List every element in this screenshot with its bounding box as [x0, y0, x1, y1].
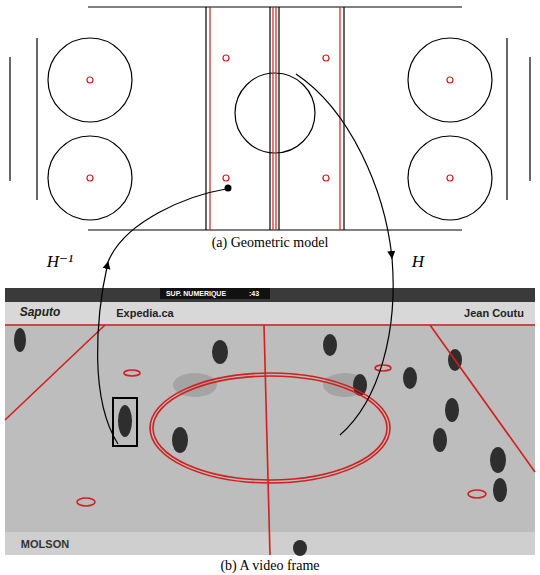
ad-text: Expedia.ca — [116, 307, 173, 319]
circle-shape — [408, 38, 492, 122]
rect-shape — [5, 302, 535, 324]
g-shape — [5, 325, 535, 555]
line-shape — [275, 7, 276, 230]
scoreboard-text: :43 — [249, 290, 259, 298]
ellipse-shape — [445, 398, 459, 422]
ellipse-shape — [293, 540, 307, 556]
path-shape — [108, 189, 226, 262]
subfigure-caption: (a) Geometric model — [212, 235, 329, 250]
scoreboard-text: SUP. NUMERIQUE — [166, 290, 226, 298]
rect-shape — [5, 288, 535, 555]
path-shape — [340, 258, 393, 435]
line-shape — [529, 57, 530, 181]
circle-shape — [235, 73, 315, 153]
circle-shape — [408, 136, 492, 220]
video-frame — [5, 288, 535, 556]
circle-shape — [323, 55, 329, 61]
circle-shape — [223, 175, 229, 181]
path-shape — [98, 262, 118, 444]
line-shape — [88, 6, 462, 7]
ellipse-shape — [118, 405, 132, 437]
circle-shape — [447, 175, 453, 181]
ad-text: MOLSON — [21, 538, 69, 550]
homography-arrows — [98, 74, 394, 444]
ellipse-shape — [323, 334, 337, 356]
g-shape — [14, 328, 507, 556]
line-shape — [272, 7, 273, 230]
ellipse-shape — [150, 373, 390, 483]
circle-shape — [48, 38, 132, 122]
line-shape — [5, 324, 535, 326]
ellipse-shape — [212, 340, 228, 364]
homography-label: H — [412, 253, 424, 272]
ellipse-shape — [493, 478, 507, 502]
ellipse-shape — [490, 447, 506, 473]
ad-text: Saputo — [20, 306, 61, 319]
subfigure-caption: (b) A video frame — [220, 558, 319, 573]
ellipse-shape — [14, 328, 26, 352]
homography-label: H⁻¹ — [47, 253, 73, 272]
line-shape — [278, 7, 279, 230]
ellipse-shape — [124, 370, 140, 376]
ellipse-shape — [403, 367, 417, 389]
ellipse-shape — [172, 427, 188, 453]
circle-shape — [48, 136, 132, 220]
line-shape — [430, 325, 535, 472]
circle-shape — [87, 175, 93, 181]
line-shape — [205, 7, 206, 230]
mapped-point — [225, 185, 232, 192]
ellipse-shape — [77, 498, 95, 506]
player-box — [113, 398, 137, 446]
circle-shape — [223, 55, 229, 61]
circle-shape — [323, 175, 329, 181]
rink-model — [10, 7, 530, 230]
rink-model-red — [87, 7, 453, 230]
line-shape — [9, 57, 10, 181]
line-shape — [36, 38, 37, 200]
line-shape — [5, 325, 105, 420]
ellipse-shape — [433, 428, 447, 452]
rect-shape — [160, 288, 270, 299]
ellipse-shape — [468, 490, 486, 498]
circle-shape — [87, 77, 93, 83]
line-shape — [264, 325, 270, 555]
rect-shape — [5, 288, 535, 302]
line-shape — [343, 7, 344, 230]
ad-text: Jean Coutu — [464, 307, 524, 319]
path-shape — [296, 74, 392, 258]
line-shape — [209, 7, 210, 230]
line-shape — [506, 38, 507, 200]
circle-shape — [447, 77, 453, 83]
ellipse-shape — [375, 365, 391, 371]
line-shape — [88, 229, 462, 230]
line-shape — [269, 7, 270, 230]
ellipse-shape — [153, 376, 387, 480]
